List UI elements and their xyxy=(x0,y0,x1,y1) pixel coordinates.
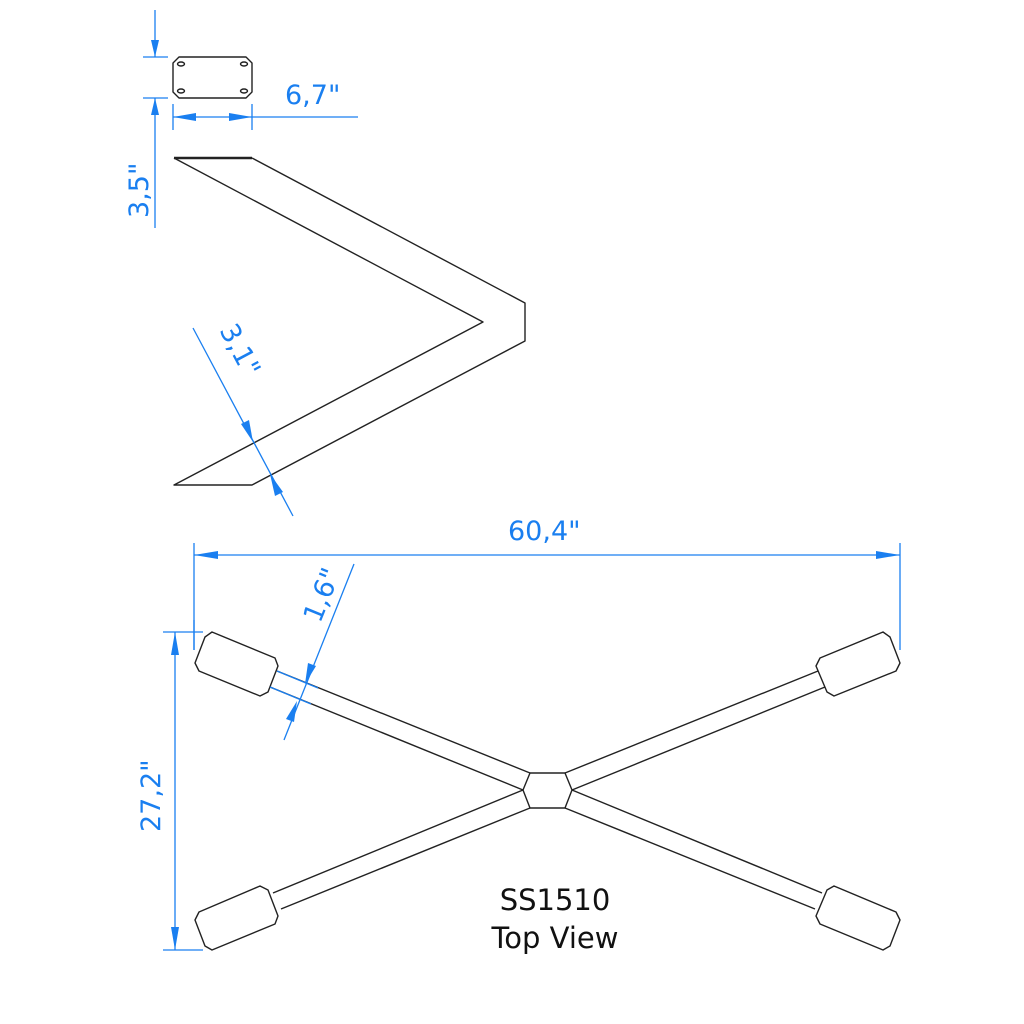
dimension-overall-depth: 27,2" xyxy=(136,620,203,951)
dimension-plate-width: 6,7" xyxy=(172,80,358,130)
plate-height-label: 3,5" xyxy=(124,163,155,218)
dimension-overall-width: 60,4" xyxy=(193,516,901,650)
arm-width-label: 1,6" xyxy=(298,564,347,627)
foot-lower-left xyxy=(194,885,279,951)
overall-width-label: 60,4" xyxy=(508,516,581,547)
top-view-x-base xyxy=(194,631,901,951)
dimension-leg-width: 3,1" xyxy=(192,319,294,517)
mounting-plate xyxy=(172,56,253,99)
overall-depth-label: 27,2" xyxy=(136,759,167,832)
foot-upper-right xyxy=(815,631,901,697)
foot-lower-right xyxy=(815,885,901,951)
dimension-plate-height: 3,5" xyxy=(124,10,168,228)
plate-width-label: 6,7" xyxy=(285,80,340,111)
model-label: SS1510 xyxy=(500,883,611,917)
leg-width-label: 3,1" xyxy=(213,319,266,382)
foot-upper-left xyxy=(194,631,279,697)
side-profile-v-leg xyxy=(173,156,526,486)
view-label: Top View xyxy=(491,921,619,955)
dimension-arm-width: 1,6" xyxy=(269,564,355,741)
